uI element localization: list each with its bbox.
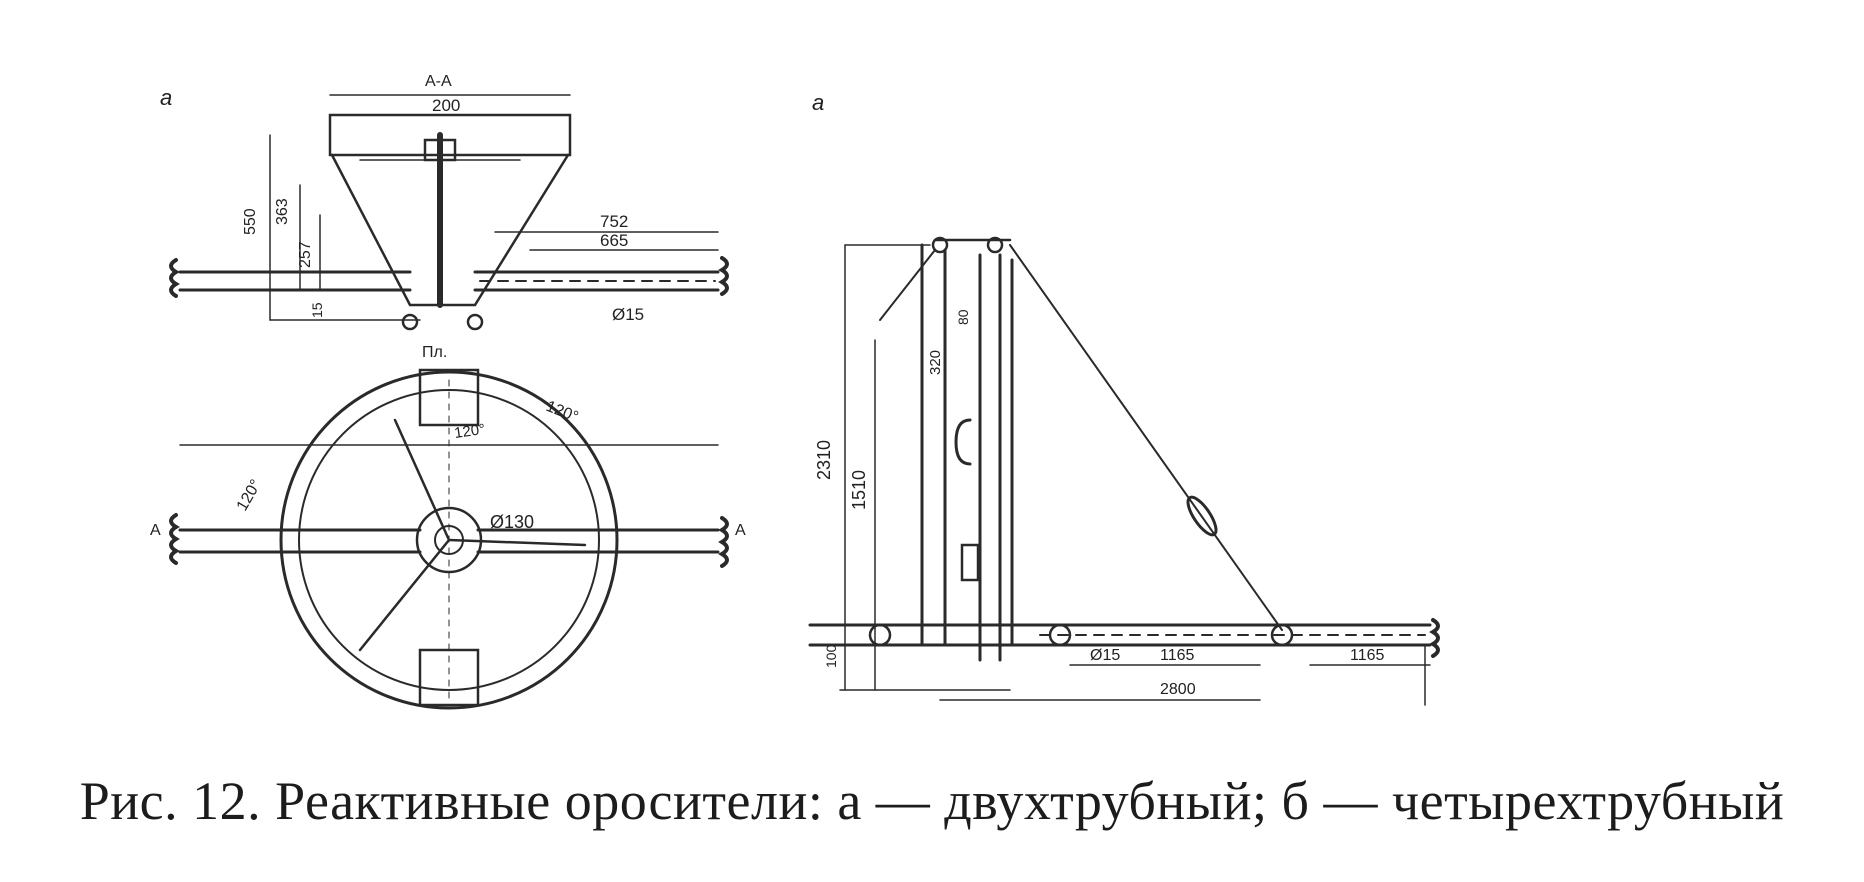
svg-text:1510: 1510 bbox=[849, 470, 869, 510]
svg-text:665: 665 bbox=[600, 231, 628, 250]
panel-a-elevation bbox=[169, 94, 729, 331]
panel-b-label: а bbox=[812, 90, 824, 115]
svg-text:257: 257 bbox=[297, 241, 314, 268]
svg-text:Ø130: Ø130 bbox=[490, 512, 534, 532]
svg-text:363: 363 bbox=[274, 198, 291, 225]
svg-text:1165: 1165 bbox=[1350, 647, 1385, 664]
svg-text:120°: 120° bbox=[544, 398, 581, 426]
svg-text:100: 100 bbox=[823, 644, 839, 668]
svg-text:752: 752 bbox=[600, 212, 628, 231]
svg-text:Ø15: Ø15 bbox=[1090, 647, 1120, 664]
svg-text:80: 80 bbox=[955, 309, 971, 325]
svg-text:А-А: А-А bbox=[425, 73, 452, 90]
svg-text:15: 15 bbox=[309, 302, 325, 318]
panel-a-plan bbox=[169, 368, 729, 710]
svg-text:550: 550 bbox=[242, 208, 259, 235]
panel-b-elevation bbox=[808, 236, 1440, 706]
svg-text:А: А bbox=[150, 522, 161, 539]
figure-caption: Рис. 12. Реактивные оросители: а — двухт… bbox=[79, 771, 1785, 831]
svg-text:2310: 2310 bbox=[814, 440, 834, 480]
panel-a-label: а bbox=[160, 85, 172, 110]
svg-text:2800: 2800 bbox=[1160, 681, 1196, 698]
svg-text:120°: 120° bbox=[453, 421, 486, 442]
svg-text:1165: 1165 bbox=[1160, 647, 1195, 664]
svg-text:200: 200 bbox=[432, 96, 460, 115]
svg-text:Пл.: Пл. bbox=[422, 344, 447, 361]
svg-text:А: А bbox=[735, 522, 746, 539]
svg-text:Ø15: Ø15 bbox=[612, 305, 644, 324]
svg-text:120°: 120° bbox=[234, 477, 265, 514]
svg-text:320: 320 bbox=[927, 350, 944, 375]
